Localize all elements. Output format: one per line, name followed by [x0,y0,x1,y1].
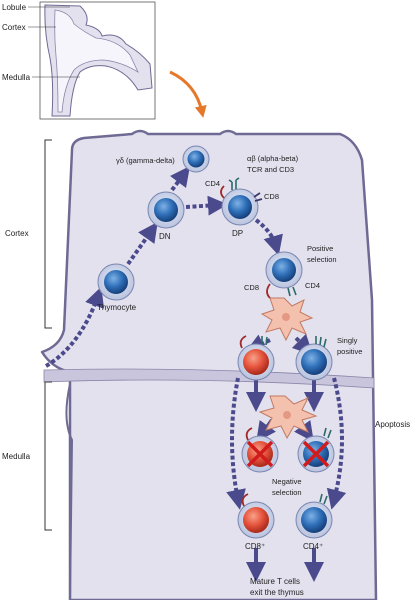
pos-tcr-receptor [287,286,297,297]
dp-label: DP [232,229,243,238]
lobule-section [40,129,378,600]
apoptotic-cd4-cell [297,427,335,473]
arrow-thymocyte-to-dn [126,221,158,266]
dp-tcr-receptor [228,177,240,190]
cd8-single-positive-cell [237,335,275,381]
negative-selection-label-2: selection [272,488,302,497]
cd8-plus-label: CD8⁺ [245,542,265,551]
cd8-top-label: CD8 [264,192,279,201]
mature-exit-label-2: exit the thymus [250,588,304,597]
cd4-mid-label: CD4 [305,281,320,290]
mature-cd8-coreceptor [241,493,249,507]
medulla-wall-left [65,383,74,600]
alpha-beta-label-2: TCR and CD3 [247,165,294,174]
thymocyte-cell [97,263,135,301]
negative-selection-label-1: Negative [272,477,302,486]
mature-cd4-tcr [319,493,328,505]
alpha-beta-label-1: αβ (alpha-beta) [247,154,299,163]
lobule-body [40,129,378,600]
apoptotic-cd4-cross [302,440,330,468]
positive-selection-label-2: selection [307,255,337,264]
dp-cell [220,177,263,226]
apoptotic-cd8-coreceptor [245,427,253,441]
dp-cd4-coreceptor [220,185,225,199]
cortical-epithelial-nucleus [282,313,290,321]
singly-positive-label-1: Singly [337,336,358,345]
apoptotic-cd8-cross [246,440,274,468]
medulla-label: Medulla [2,452,31,461]
dp-cd8-coreceptor [253,192,263,202]
arrow-cd4-to-mature [326,377,347,510]
pos-cd8-coreceptor [266,283,271,299]
arrow-to-cd4-sp [291,333,314,356]
zoom-arrow [169,70,207,118]
dn-cell [147,191,185,229]
positive-selection-label-1: Positive [307,244,333,253]
inset-medulla-region [54,9,139,113]
apoptotic-cd8-cell [241,427,279,473]
cd4-plus-label: CD4⁺ [303,542,323,551]
medulla-bracket [44,381,52,531]
inset-label-medulla: Medulla [2,73,31,82]
inset-label-cortex: Cortex [2,23,26,32]
arrow-dp-to-positive [254,218,283,256]
arrow-dn-to-dp [185,195,228,216]
cd4-single-positive-cell [295,336,333,381]
cd8-sp-coreceptor [239,335,247,349]
thymocyte-label: Thymocyte [97,303,137,312]
mature-cd4-cell [295,493,333,539]
dn-label: DN [159,232,171,241]
arrow-cd8-to-mature [226,377,246,510]
mature-cd8-cell [237,493,275,539]
medullary-dendritic-nucleus [283,411,291,419]
apoptosis-label: Apoptosis [375,420,410,429]
cortex-label: Cortex [5,229,29,238]
cortex-bracket [44,139,52,329]
arrow-dn-to-gammadelta [170,166,190,192]
gamma-delta-cell [182,145,210,173]
inset-panel: Lobule Cortex Medulla [2,1,156,120]
cd8-sp-tcr [261,336,268,346]
apoptotic-cd4-tcr [323,427,332,439]
positive-selection-cell [265,251,303,299]
singly-positive-label-2: positive [337,347,362,356]
inset-label-lobule: Lobule [2,3,27,12]
cd8-mid-label: CD8 [244,283,259,292]
cd4-top-label: CD4 [205,179,220,188]
arrow-entry [44,286,105,368]
region-brackets: Cortex Medulla Apoptosis [2,139,410,531]
mature-exit-label-1: Mature T cells [250,577,300,586]
cd4-sp-tcr [315,336,327,348]
corticomedullary-junction [43,368,375,389]
gamma-delta-label: γδ (gamma-delta) [116,156,175,165]
